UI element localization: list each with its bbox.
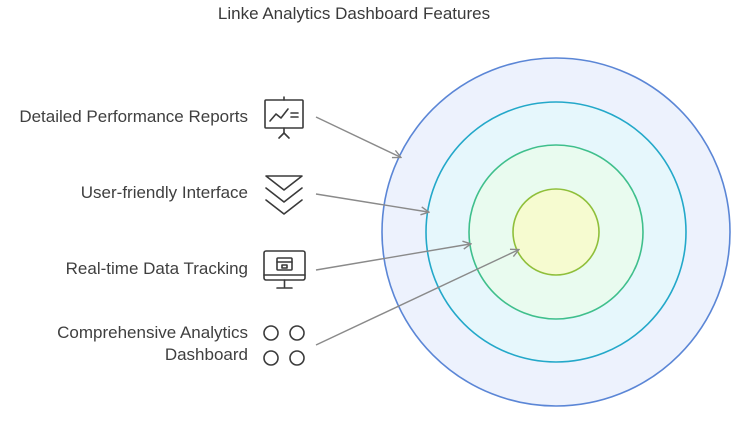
arrow-detailed-performance-reports xyxy=(315,116,400,157)
label-real-time-data-tracking: Real-time Data Tracking xyxy=(65,259,248,278)
four-circles-icon xyxy=(263,325,305,366)
label-comprehensive-analytics-dashboard: Comprehensive Analytics Dashboard xyxy=(57,322,248,366)
monitor-icon xyxy=(263,250,306,289)
label-line-2: Dashboard xyxy=(164,345,248,364)
diagram-title: Linke Analytics Dashboard Features xyxy=(217,4,491,23)
arrow-comprehensive-analytics-dashboard xyxy=(315,250,518,346)
stacked-chevrons-icon xyxy=(265,175,303,215)
presentation-chart-icon xyxy=(264,96,304,139)
ring-core xyxy=(512,188,600,276)
arrow-real-time-data-tracking xyxy=(315,244,470,271)
label-user-friendly-interface: User-friendly Interface xyxy=(80,183,248,202)
arrow-user-friendly-interface xyxy=(315,193,428,212)
label-detailed-performance-reports: Detailed Performance Reports xyxy=(19,107,248,126)
label-line-1: Comprehensive Analytics xyxy=(57,323,248,342)
